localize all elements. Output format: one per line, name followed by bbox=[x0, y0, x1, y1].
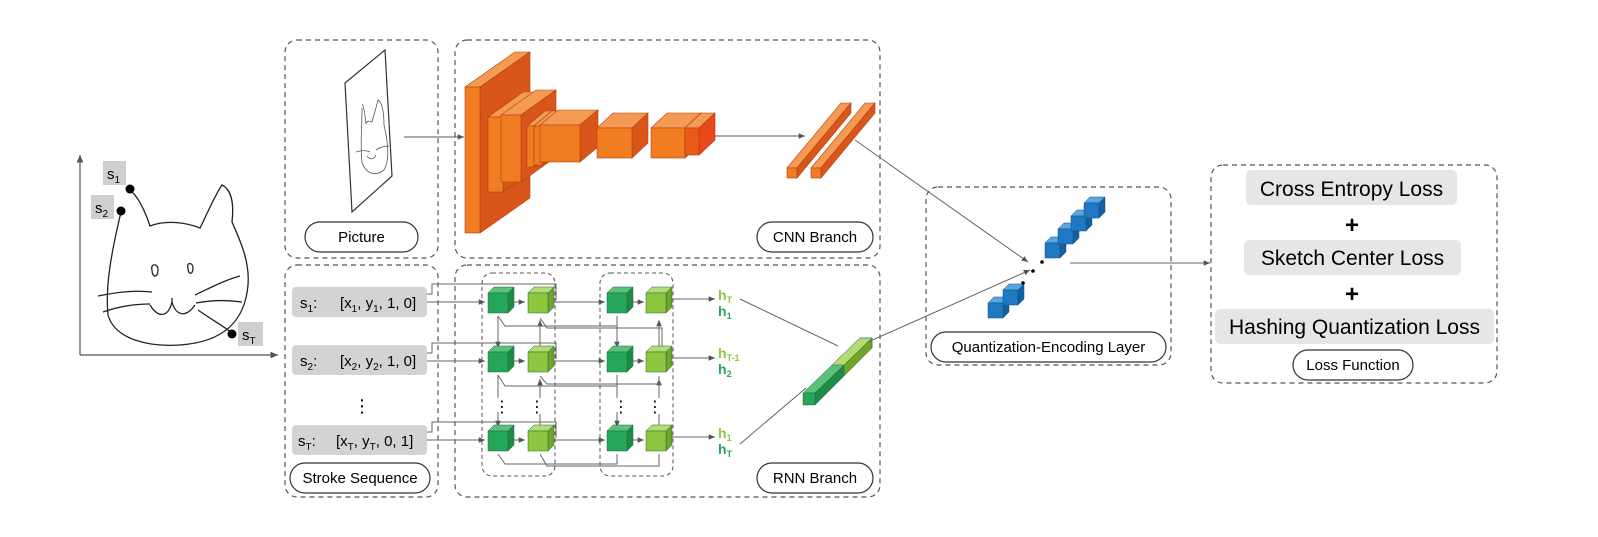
cnn-panel-border bbox=[454, 39, 881, 259]
quant-codes bbox=[987, 196, 1106, 319]
rnn-ellipsis: ⋮ bbox=[613, 399, 629, 416]
quantization-panel: Quantization-Encoding Layer bbox=[854, 139, 1172, 366]
rnn-concat-line bbox=[739, 387, 807, 445]
rnn-ellipsis: ⋮ bbox=[647, 399, 663, 416]
stroke-row-box-3 bbox=[292, 425, 427, 455]
stroke-row-3: sT:[xT, yT, 0, 1] bbox=[298, 433, 413, 453]
stroke-ellipsis: ⋮ bbox=[353, 396, 371, 416]
loss-term-hashing-quantization: Hashing Quantization Loss bbox=[1229, 316, 1480, 339]
hidden-state-bottom-2: h2 bbox=[718, 361, 732, 379]
rnn-cell bbox=[527, 286, 555, 314]
sketch-picture-frame bbox=[344, 48, 393, 214]
loss-term-cross-entropy: Cross Entropy Loss bbox=[1260, 178, 1443, 201]
hidden-state-top-1: hT bbox=[718, 287, 733, 305]
stroke-label-pill bbox=[289, 462, 431, 494]
picture-label: Picture bbox=[338, 229, 385, 246]
rnn-column-group-2 bbox=[599, 272, 674, 477]
point-label-s1: s1 bbox=[107, 166, 121, 186]
rnn-concat-line bbox=[739, 298, 839, 347]
rnn-cell bbox=[606, 424, 634, 452]
sketch-plot: s1 s2 sT bbox=[76, 155, 278, 359]
rnn-output-bar bbox=[802, 337, 873, 406]
quant-code-block bbox=[1083, 196, 1106, 219]
point-sT bbox=[227, 329, 237, 339]
rnn-panel: ⋮ ⋮ ⋮ ⋮ hT h1 hT-1 h2 h1 hT RNN Branch bbox=[427, 264, 881, 498]
stroke-row-1: s1:[x1, y1, 1, 0] bbox=[300, 295, 416, 315]
quantization-panel-border bbox=[925, 186, 1172, 366]
quantization-label-pill bbox=[930, 331, 1167, 363]
rnn-ellipsis: ⋮ bbox=[494, 399, 510, 416]
cnn-to-quant-arrow bbox=[854, 139, 1029, 263]
loss-term-box-1 bbox=[1246, 170, 1457, 205]
stroke-panel-border bbox=[284, 264, 439, 498]
cnn-panel: CNN Branch bbox=[404, 39, 881, 259]
loss-term-box-2 bbox=[1244, 240, 1461, 275]
plus-sign: + bbox=[1345, 281, 1359, 308]
rnn-panel-border bbox=[454, 264, 881, 498]
point-s2 bbox=[116, 206, 126, 216]
loss-panel: Cross Entropy Loss + Sketch Center Loss … bbox=[1210, 164, 1498, 384]
rnn-cells bbox=[487, 286, 673, 452]
picture-panel-border bbox=[284, 39, 439, 259]
hidden-state-top-2: hT-1 bbox=[718, 345, 740, 363]
picture-label-pill bbox=[304, 221, 419, 253]
stroke-row-box-2 bbox=[292, 345, 427, 375]
rnn-cell bbox=[487, 424, 515, 452]
point-label-box-s1 bbox=[103, 161, 126, 185]
stroke-label: Stroke Sequence bbox=[302, 470, 417, 487]
loss-panel-border bbox=[1210, 164, 1498, 384]
loss-term-box-3 bbox=[1215, 309, 1494, 344]
rnn-cell bbox=[487, 345, 515, 373]
rnn-cell bbox=[645, 424, 673, 452]
hidden-state-bottom-3: hT bbox=[718, 441, 733, 459]
rnn-cell bbox=[527, 424, 555, 452]
rnn-cell bbox=[645, 345, 673, 373]
rnn-ellipsis: ⋮ bbox=[529, 399, 545, 416]
plus-sign: + bbox=[1345, 212, 1359, 239]
hidden-state-bottom-1: h1 bbox=[718, 303, 732, 321]
point-label-box-s2 bbox=[91, 195, 114, 219]
cnn-layers bbox=[464, 51, 876, 234]
loss-label: Loss Function bbox=[1306, 357, 1399, 374]
stroke-panel: s1:[x1, y1, 1, 0] s2:[x2, y2, 1, 0] ⋮ sT… bbox=[284, 264, 439, 498]
picture-panel: Picture bbox=[284, 39, 439, 259]
rnn-cell bbox=[606, 286, 634, 314]
point-label-box-sT bbox=[238, 322, 263, 346]
hidden-states: hT h1 hT-1 h2 h1 hT bbox=[718, 287, 740, 459]
loss-term-sketch-center: Sketch Center Loss bbox=[1261, 247, 1444, 270]
stroke-row-2: s2:[x2, y2, 1, 0] bbox=[300, 353, 416, 373]
rnn-wiring bbox=[427, 283, 715, 467]
quant-code-block bbox=[1002, 283, 1025, 306]
loss-label-pill bbox=[1292, 349, 1414, 381]
rnn-cell bbox=[606, 345, 634, 373]
quant-dots bbox=[1021, 260, 1044, 285]
hidden-state-top-3: h1 bbox=[718, 425, 732, 443]
rnn-label-pill bbox=[756, 462, 874, 494]
point-label-sT: sT bbox=[242, 327, 256, 347]
rnn-cell bbox=[487, 286, 515, 314]
rnn-cell bbox=[527, 345, 555, 373]
rnn-label: RNN Branch bbox=[773, 470, 857, 487]
rnn-to-quant-arrow bbox=[867, 269, 1031, 343]
rnn-cell bbox=[645, 286, 673, 314]
cat-sketch bbox=[97, 184, 249, 346]
point-label-s2: s2 bbox=[95, 200, 109, 220]
cnn-label-pill bbox=[756, 221, 874, 253]
quantization-label: Quantization-Encoding Layer bbox=[952, 339, 1145, 356]
stroke-row-box-1 bbox=[292, 287, 427, 317]
cnn-label: CNN Branch bbox=[773, 229, 857, 246]
rnn-column-group-1 bbox=[481, 272, 556, 477]
point-s1 bbox=[125, 184, 135, 194]
